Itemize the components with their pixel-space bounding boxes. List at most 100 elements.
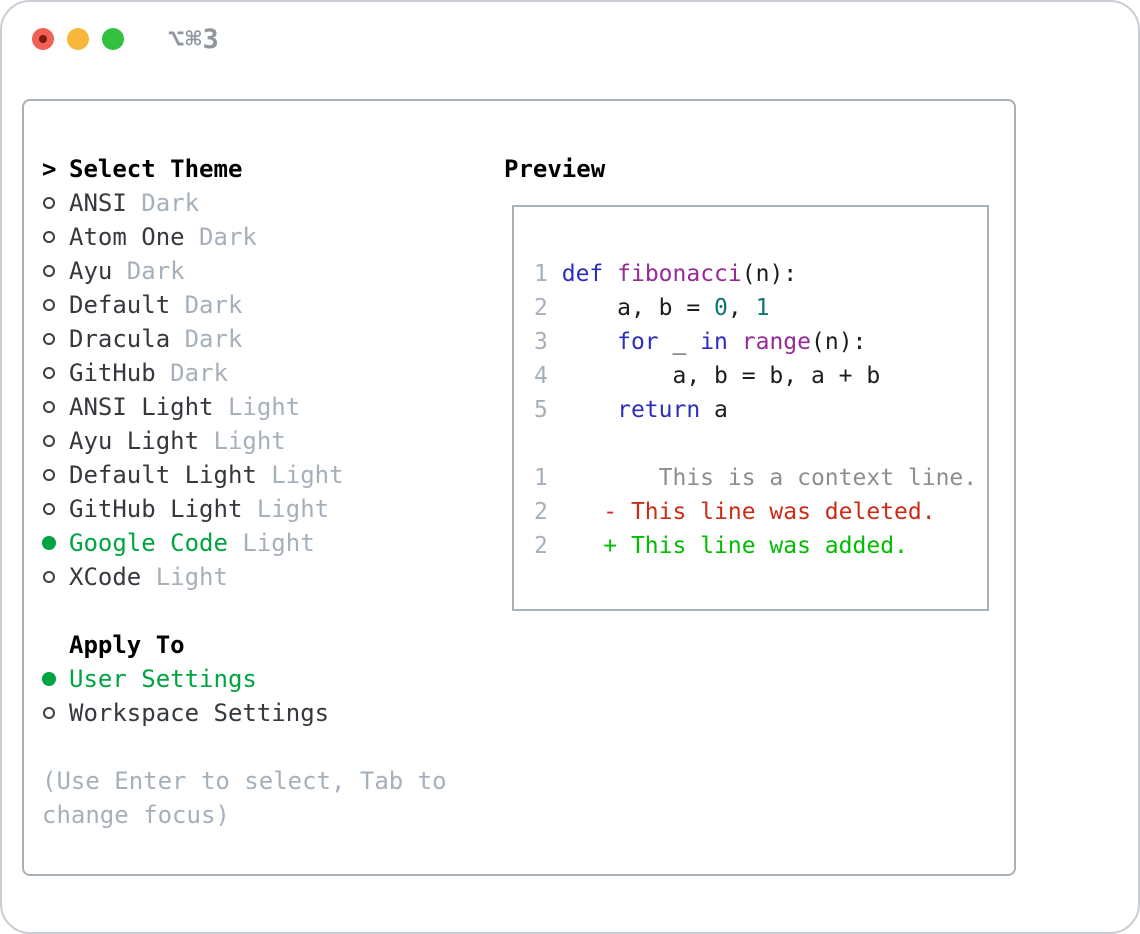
- radio-icon: [42, 367, 69, 379]
- theme-option-github[interactable]: GitHub Dark: [42, 356, 447, 390]
- minimize-button[interactable]: [67, 28, 89, 50]
- radio-icon: [42, 469, 69, 481]
- theme-option-atom-one[interactable]: Atom One Dark: [42, 220, 447, 254]
- theme-option-dracula[interactable]: Dracula Dark: [42, 322, 447, 356]
- token-tx: ,: [727, 295, 756, 321]
- preview-line: 1 def fibonacci(n):: [534, 261, 797, 287]
- close-button[interactable]: [32, 28, 54, 50]
- token-fn: range: [741, 329, 812, 355]
- theme-name: Default: [69, 291, 171, 319]
- radio-circle: [43, 503, 55, 515]
- theme-variant: Light: [256, 461, 344, 489]
- radio-icon: [42, 299, 69, 311]
- preview-line: 2 + This line was added.: [534, 533, 908, 559]
- traffic-lights: [32, 28, 124, 50]
- theme-variant: Light: [227, 529, 315, 557]
- radio-selected-icon: [42, 536, 69, 550]
- theme-name: Google Code: [69, 529, 228, 557]
- token-fn: fibonacci: [617, 261, 742, 287]
- theme-variant: Dark: [126, 189, 200, 217]
- token-ln: 1: [534, 465, 548, 491]
- radio-circle: [43, 469, 55, 481]
- token-ln: 3: [534, 329, 548, 355]
- radio-icon: [42, 707, 69, 719]
- theme-name: Ayu: [69, 257, 113, 285]
- theme-variant: Light: [242, 495, 330, 523]
- apply-to-header: Apply To: [42, 628, 447, 662]
- token-tx: [548, 329, 617, 355]
- hint-line-1: (Use Enter to select, Tab to: [42, 764, 447, 798]
- theme-variant: Dark: [184, 223, 257, 251]
- preview-line: 2 a, b = 0, 1: [534, 295, 769, 321]
- radio-icon: [42, 333, 69, 345]
- theme-variant: Light: [213, 393, 301, 421]
- token-tx: (n):: [741, 261, 798, 287]
- theme-variant: Dark: [170, 325, 243, 353]
- title-bar: ⌥⌘3: [2, 2, 1138, 76]
- preview-heading: Preview: [504, 155, 606, 183]
- theme-option-ayu[interactable]: Ayu Dark: [42, 254, 447, 288]
- theme-option-github-light[interactable]: GitHub Light Light: [42, 492, 447, 526]
- code-preview: 1 def fibonacci(n): 2 a, b = 0, 1 3 for …: [534, 257, 977, 563]
- select-theme-header: >Select Theme: [42, 152, 447, 186]
- spacer-row: [42, 594, 447, 628]
- radio-circle: [43, 435, 55, 447]
- token-tx: [728, 329, 742, 355]
- token-tx: (n):: [811, 329, 867, 355]
- apply-option-workspace-settings[interactable]: Workspace Settings: [42, 696, 447, 730]
- theme-name: GitHub: [69, 359, 156, 387]
- radio-circle: [43, 299, 55, 311]
- preview-line: 4 a, b = b, a + b: [534, 363, 880, 389]
- radio-selected-icon: [42, 672, 69, 686]
- token-ln: 1: [534, 261, 548, 287]
- theme-name: Dracula: [69, 325, 171, 353]
- token-ln: 2: [534, 533, 548, 559]
- token-lit: 0: [714, 295, 728, 321]
- apply-option-name: User Settings: [69, 665, 257, 693]
- theme-option-ansi-light[interactable]: ANSI Light Light: [42, 390, 447, 424]
- theme-name: ANSI Light: [69, 393, 214, 421]
- spacer-row: [42, 730, 447, 764]
- token-kw: return: [617, 397, 701, 423]
- preview-line: 5 return a: [534, 397, 728, 423]
- theme-option-google-code[interactable]: Google Code Light: [42, 526, 447, 560]
- token-tx: [548, 397, 617, 423]
- theme-option-xcode[interactable]: XCode Light: [42, 560, 447, 594]
- radio-circle: [43, 571, 55, 583]
- hint-text: (Use Enter to select, Tab to: [42, 767, 447, 795]
- preview-line: 2 - This line was deleted.: [534, 499, 936, 525]
- hint-line-2: change focus): [42, 798, 447, 832]
- token-ln: 2: [534, 295, 548, 321]
- hint-text: change focus): [42, 801, 230, 829]
- token-ctx: This is a context line.: [547, 465, 978, 491]
- theme-name: ANSI: [69, 189, 127, 217]
- theme-option-ansi[interactable]: ANSI Dark: [42, 186, 447, 220]
- radio-icon: [42, 197, 69, 209]
- token-tx: _: [658, 329, 701, 355]
- theme-variant: Dark: [155, 359, 228, 387]
- apply-option-user-settings[interactable]: User Settings: [42, 662, 447, 696]
- radio-icon: [42, 503, 69, 515]
- theme-option-default-light[interactable]: Default Light Light: [42, 458, 447, 492]
- radio-icon: [42, 231, 69, 243]
- theme-name: Default Light: [69, 461, 257, 489]
- radio-circle: [43, 197, 55, 209]
- radio-icon: [42, 401, 69, 413]
- token-ln: 5: [534, 397, 548, 423]
- radio-icon: [42, 265, 69, 277]
- zoom-button[interactable]: [102, 28, 124, 50]
- theme-option-default[interactable]: Default Dark: [42, 288, 447, 322]
- theme-variant: Dark: [170, 291, 243, 319]
- radio-icon: [42, 435, 69, 447]
- preview-line: 1 This is a context line.: [534, 465, 977, 491]
- theme-option-ayu-light[interactable]: Ayu Light Light: [42, 424, 447, 458]
- theme-name: GitHub Light: [69, 495, 243, 523]
- theme-name: XCode: [69, 563, 142, 591]
- radio-circle: [43, 367, 55, 379]
- radio-circle: [43, 401, 55, 413]
- radio-circle: [42, 672, 56, 686]
- token-tx: [548, 261, 562, 287]
- caret-glyph: >: [42, 155, 57, 183]
